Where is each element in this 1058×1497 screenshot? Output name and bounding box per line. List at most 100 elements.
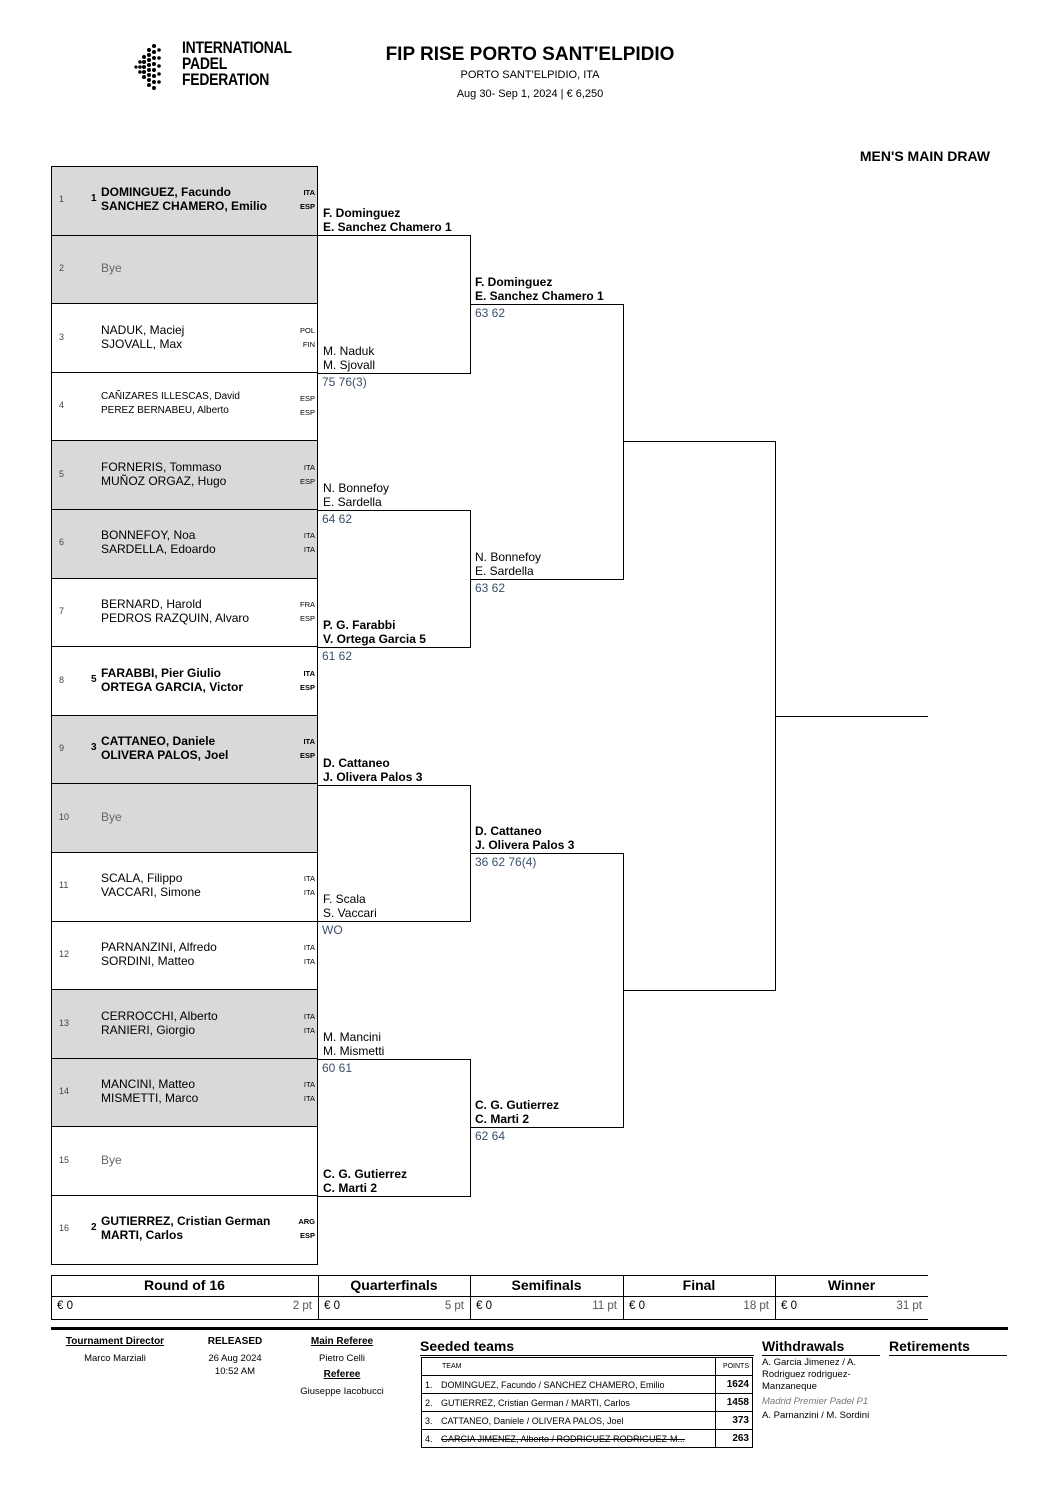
- player-nationality: ESP: [299, 682, 315, 692]
- slot-number: 4: [59, 400, 65, 411]
- withdrawals-rule: [762, 1355, 880, 1356]
- draw-slot: [51, 989, 318, 1059]
- player-nationality: ARG: [298, 1217, 315, 1227]
- player-name: SJOVALL, Max: [101, 336, 183, 351]
- seed-number: 1: [91, 193, 97, 205]
- rounds-divider: [623, 1275, 624, 1320]
- player-nationality: ITA: [303, 1094, 315, 1104]
- quarterfinal-winner: J. Olivera Palos 3: [475, 838, 575, 852]
- round-points: 2 pt: [292, 1300, 312, 1312]
- withdrawal-1: A. Garcia Jimenez / A. Rodriguez rodrigu…: [762, 1357, 856, 1392]
- points-header: POINTS: [715, 1357, 753, 1376]
- round-of-16-winner: E. Sanchez Chamero 1: [323, 220, 452, 234]
- round-of-16-winner: M. Sjovall: [323, 358, 376, 372]
- round-of-16-winner: M. Mismetti: [323, 1044, 385, 1058]
- match-score: 75 76(3): [322, 375, 367, 389]
- player-name: ORTEGA GARCIA, Victor: [101, 679, 244, 694]
- round-of-16-winner: F. Dominguez: [323, 206, 401, 220]
- round-of-16-winner: F. Scala: [323, 892, 366, 906]
- player-nationality: ESP: [299, 408, 315, 418]
- withdrawal-1-event: Madrid Premier Padel P1: [762, 1396, 869, 1407]
- round-prize: € 0: [324, 1300, 340, 1312]
- player-name: NADUK, Maciej: [101, 322, 185, 337]
- bye-label: Bye: [101, 1152, 122, 1167]
- round-name: Quarterfinals: [350, 1277, 438, 1293]
- bracket-line: [318, 785, 470, 786]
- round-of-16-winner: M. Naduk: [323, 344, 375, 358]
- player-nationality: ESP: [299, 476, 315, 486]
- ipf-logo: INTERNATIONAL PADEL FEDERATION: [128, 36, 292, 98]
- player-name: GUTIERREZ, Cristian German: [101, 1214, 271, 1229]
- player-name: CATTANEO, Daniele: [101, 734, 216, 749]
- round-of-16-winner: P. G. Farabbi: [323, 618, 396, 632]
- seed-number: 5: [91, 673, 97, 685]
- bracket-line: [623, 990, 775, 991]
- referee-label: Referee: [323, 1369, 361, 1380]
- round-points: 18 pt: [743, 1300, 769, 1312]
- bye-label: Bye: [101, 260, 122, 275]
- player-nationality: FRA: [300, 599, 315, 609]
- seed-team: GARCIA JIMENEZ, Alberto / RODRIGUEZ RODR…: [441, 1433, 686, 1444]
- bracket-line: [470, 304, 623, 305]
- quarterfinal-winner: C. Marti 2: [475, 1112, 530, 1126]
- round-name: Winner: [827, 1277, 876, 1293]
- rounds-rule: [51, 1296, 928, 1297]
- player-name: SARDELLA, Edoardo: [101, 542, 216, 557]
- round-prize: € 0: [476, 1300, 492, 1312]
- player-name: PEDROS RAZQUIN, Alvaro: [101, 610, 250, 625]
- seed-rank: 1.: [425, 1379, 433, 1390]
- bracket-line: [470, 1127, 623, 1128]
- match-score: 61 62: [322, 649, 353, 663]
- draw-title: MEN'S MAIN DRAW: [859, 148, 990, 164]
- withdrawal-2: A. Parnanzini / M. Sordini: [762, 1410, 870, 1421]
- player-name: SORDINI, Matteo: [101, 953, 195, 968]
- quarterfinal-winner: N. Bonnefoy: [475, 550, 542, 564]
- player-nationality: ESP: [299, 1231, 315, 1241]
- round-points: 5 pt: [444, 1300, 464, 1312]
- player-name: BONNEFOY, Noa: [101, 528, 196, 543]
- seed-points: 1458: [715, 1393, 753, 1412]
- slot-number: 14: [59, 1086, 70, 1097]
- slot-number: 9: [59, 743, 65, 754]
- seeded-teams-table: TEAM POINTS 1. DOMINGUEZ, Facundo / SANC…: [421, 1357, 753, 1448]
- draw-slot: [51, 509, 318, 579]
- bracket-line: [318, 373, 470, 374]
- rounds-divider: [51, 1275, 52, 1320]
- slot-number: 16: [59, 1223, 70, 1234]
- draw-slot: [51, 303, 318, 373]
- director-name: Marco Marziali: [84, 1353, 146, 1364]
- main-referee-name: Pietro Celli: [319, 1353, 365, 1364]
- match-score: 64 62: [322, 512, 353, 526]
- seed-team: DOMINGUEZ, Facundo / SANCHEZ CHAMERO, Em…: [441, 1379, 665, 1390]
- round-points: 11 pt: [592, 1300, 617, 1312]
- seed-rank: 2.: [425, 1397, 433, 1408]
- released-time: 10:52 AM: [214, 1366, 256, 1377]
- round-of-16-winner: E. Sardella: [323, 495, 382, 509]
- player-nationality: ITA: [303, 1025, 315, 1035]
- retirements-rule: [889, 1355, 1007, 1356]
- player-nationality: ITA: [303, 942, 315, 952]
- player-name: CAÑIZARES ILLESCAS, David: [101, 391, 240, 403]
- seeded-row: 1. DOMINGUEZ, Facundo / SANCHEZ CHAMERO,…: [421, 1375, 753, 1394]
- draw-slot: [51, 166, 318, 236]
- bracket-line: [623, 441, 775, 442]
- round-of-16-winner: C. Marti 2: [323, 1181, 378, 1195]
- quarterfinal-winner: F. Dominguez: [475, 275, 553, 289]
- match-score: WO: [322, 923, 343, 937]
- player-name: VACCARI, Simone: [101, 885, 201, 900]
- main-referee-label: Main Referee: [310, 1336, 374, 1347]
- tournament-title: FIP RISE PORTO SANT'ELPIDIO: [385, 44, 675, 65]
- draw-slot: [51, 1195, 318, 1265]
- player-nationality: ITA: [303, 668, 315, 678]
- player-name: MUÑOZ ORGAZ, Hugo: [101, 473, 227, 488]
- slot-number: 10: [59, 811, 70, 822]
- bracket-line: [470, 853, 623, 854]
- player-name: PARNANZINI, Alfredo: [101, 939, 217, 954]
- bracket-line: [318, 1196, 470, 1197]
- slot-number: 7: [59, 605, 65, 616]
- released-date: 26 Aug 2024: [208, 1353, 262, 1364]
- player-nationality: ITA: [303, 531, 315, 541]
- seed-team: GUTIERREZ, Cristian German / MARTI, Carl…: [441, 1397, 630, 1408]
- round-of-16-winner: D. Cattaneo: [323, 756, 390, 770]
- player-nationality: ITA: [303, 1080, 315, 1090]
